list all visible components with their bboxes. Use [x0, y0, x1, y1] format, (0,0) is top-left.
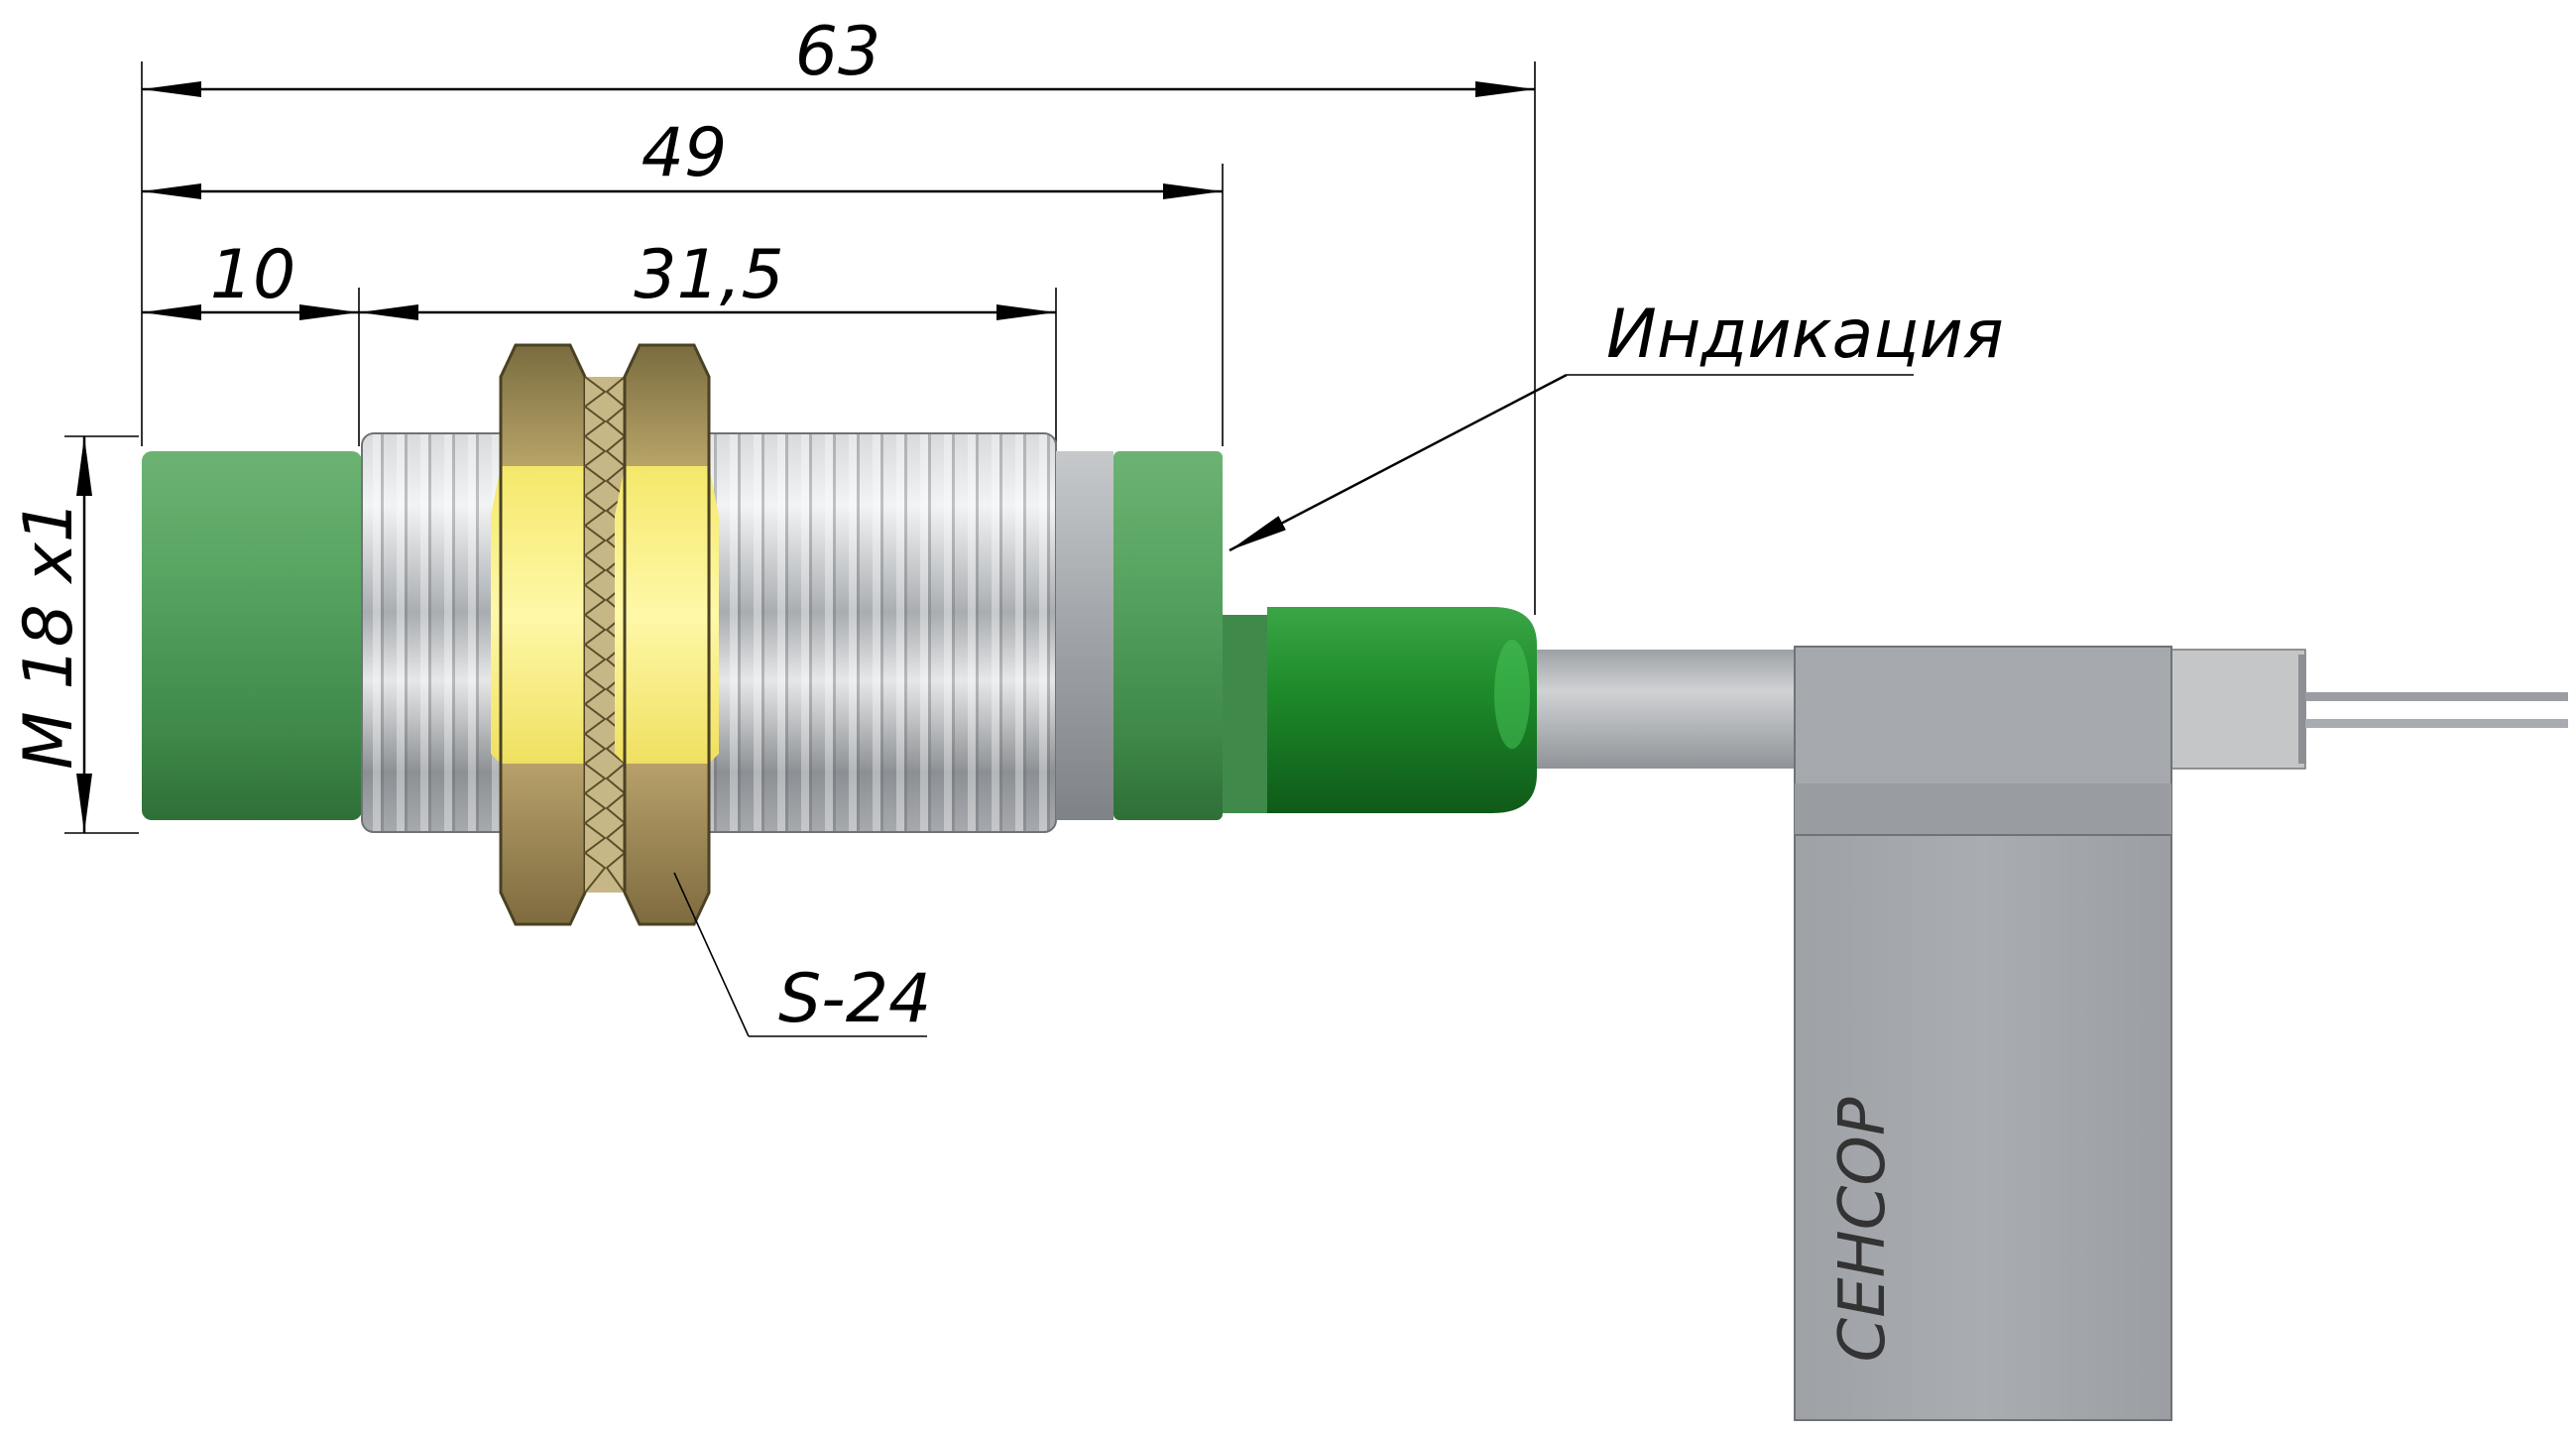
dimension-31-5: 31,5 — [359, 236, 1056, 320]
tag-body — [1794, 834, 2172, 1421]
dimension-49-label: 49 — [642, 114, 728, 192]
nut-size-label: S-24 — [778, 960, 931, 1038]
dimension-63-label: 63 — [795, 13, 881, 91]
dimension-thread: M 18 x1 — [10, 436, 93, 833]
dimension-31-5-label: 31,5 — [634, 236, 783, 314]
rear-step — [1223, 615, 1267, 813]
dimension-49: 49 — [142, 114, 1223, 199]
brand-label: СЕНСОР — [1826, 1097, 1900, 1362]
cable-end — [2168, 649, 2306, 770]
dimension-thread-label: M 18 x1 — [10, 500, 88, 770]
nut-right — [615, 343, 719, 926]
wire-1 — [2305, 692, 2568, 701]
wire-2 — [2305, 719, 2568, 728]
nut-left — [491, 343, 595, 926]
dimension-10: 10 — [142, 236, 359, 320]
nut-callout: S-24 — [673, 872, 931, 1038]
dimension-63: 63 — [142, 13, 1535, 97]
cable-gland — [1267, 607, 1537, 813]
sensing-head — [142, 451, 362, 820]
indicator-callout: Индикация — [1229, 296, 2004, 552]
indicator-label: Индикация — [1606, 296, 2004, 374]
indicator-collar — [1113, 451, 1223, 820]
grey-ring — [1056, 451, 1113, 820]
dimension-10-label: 10 — [210, 236, 296, 314]
sensor-body — [142, 432, 1537, 833]
cable-tag: СЕНСОР — [1794, 646, 2172, 1421]
